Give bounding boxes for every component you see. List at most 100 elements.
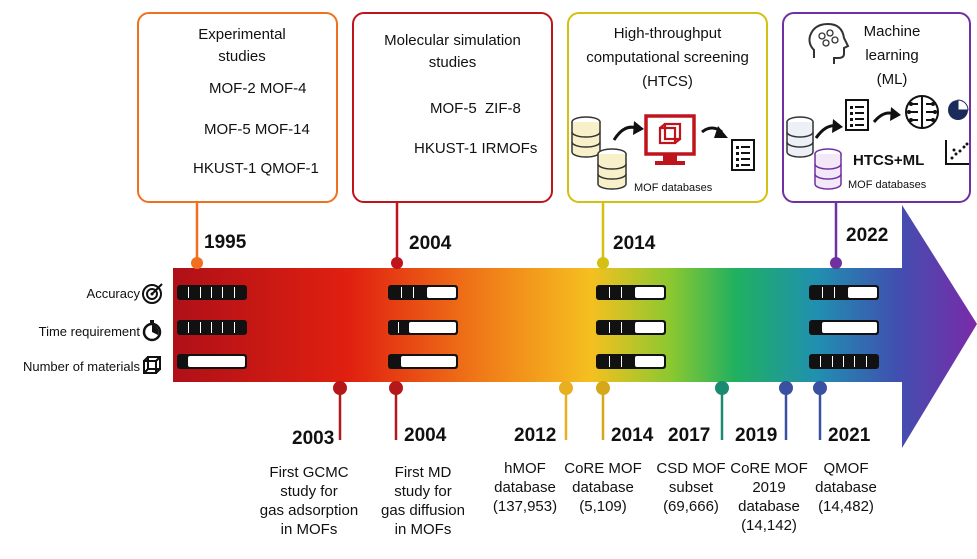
- box-title: Machine learning (ML): [842, 20, 942, 92]
- year-label: 2004: [409, 233, 452, 254]
- ml-box: [782, 12, 971, 203]
- meter-cell: [190, 287, 201, 298]
- meter-cell: [811, 356, 822, 367]
- event-line: (14,482): [818, 498, 874, 515]
- level-meter-accuracy: [388, 285, 458, 300]
- meter-cell: [611, 356, 623, 367]
- event-line: gas adsorption: [259, 502, 359, 519]
- title-line: High-throughput: [613, 25, 722, 42]
- molecular-simulation-box: [352, 12, 553, 203]
- meter-cell: [236, 287, 245, 298]
- year-label: 2021: [828, 425, 871, 446]
- event-description: hMOF database (137,953): [488, 459, 562, 516]
- year-label: 2012: [514, 425, 557, 446]
- mof-list-line: MOF-5 ZIF-8: [430, 100, 521, 117]
- mof-list-line: MOF-2 MOF-4: [209, 80, 307, 97]
- event-description: QMOF database (14,482): [806, 459, 886, 516]
- meter-cell: [390, 356, 400, 367]
- htcs-box: [567, 12, 768, 203]
- bottom-connectors: [333, 381, 827, 440]
- meter-empty: [635, 287, 664, 298]
- title-line: (HTCS): [642, 73, 693, 90]
- event-line: First MD: [394, 464, 452, 481]
- neural-brain-icon: [905, 95, 939, 129]
- title-line: studies: [218, 48, 266, 65]
- box-title: Experimental studies: [182, 24, 302, 68]
- level-meter-time: [596, 320, 666, 335]
- arrow-icon: [612, 121, 728, 141]
- level-meter-time: [388, 320, 458, 335]
- meter-cell: [403, 287, 415, 298]
- event-line: (69,666): [663, 498, 719, 515]
- event-line: in MOFs: [394, 521, 452, 538]
- meter-cell: [390, 322, 399, 333]
- meter-fill: [179, 322, 245, 333]
- event-description: CoRE MOF database (5,109): [562, 459, 644, 516]
- event-line: (14,142): [741, 517, 797, 534]
- target-icon: [142, 283, 163, 304]
- meter-cell: [824, 287, 836, 298]
- meter-cell: [611, 287, 623, 298]
- meter-fill: [598, 356, 634, 367]
- event-line: (5,109): [579, 498, 627, 515]
- event-line: in MOFs: [280, 521, 338, 538]
- meter-cell: [213, 287, 224, 298]
- meter-cell: [190, 322, 201, 333]
- htcs-ml-label: HTCS+ML: [853, 152, 925, 169]
- level-meter-time: [177, 320, 247, 335]
- meter-cell: [236, 322, 245, 333]
- meter-cell: [598, 356, 610, 367]
- level-meter-accuracy: [177, 285, 247, 300]
- title-line: Experimental: [198, 26, 286, 43]
- title-line: Molecular simulation: [384, 32, 521, 49]
- db-label: MOF databases: [634, 182, 713, 194]
- meter-cell: [845, 356, 856, 367]
- meter-cell: [834, 356, 844, 367]
- event-line: (137,953): [492, 498, 558, 515]
- event-description: First GCMC study for gas adsorption in M…: [250, 463, 368, 539]
- box-title: High-throughput computational screening …: [567, 22, 768, 94]
- title-line: computational screening: [586, 49, 749, 66]
- event-line: database: [815, 479, 877, 496]
- level-meter-materials: [809, 354, 879, 369]
- meter-cell: [598, 287, 610, 298]
- meter-cell: [822, 356, 833, 367]
- meter-empty: [409, 322, 456, 333]
- year-label: 2004: [404, 425, 447, 446]
- meter-cell: [836, 287, 847, 298]
- brain-head-icon: [808, 22, 850, 64]
- meter-cell: [811, 287, 823, 298]
- meter-cell: [179, 322, 190, 333]
- year-label: 1995: [204, 232, 247, 253]
- event-line: study for: [280, 483, 338, 500]
- meter-cell: [623, 287, 634, 298]
- event-line: database: [738, 498, 800, 515]
- meter-fill: [811, 356, 877, 367]
- meter-cell: [224, 322, 235, 333]
- event-line: 2019: [752, 479, 786, 496]
- db-label: MOF databases: [848, 179, 927, 191]
- level-meter-materials: [177, 354, 247, 369]
- meter-empty: [635, 356, 664, 367]
- arrow-icon: [814, 107, 901, 139]
- event-line: database: [494, 479, 556, 496]
- year-label: 2022: [846, 225, 889, 246]
- meter-empty: [848, 287, 877, 298]
- meter-cell: [868, 356, 877, 367]
- meter-cell: [179, 356, 187, 367]
- title-line: learning: [865, 47, 919, 64]
- event-line: CSD MOF: [656, 460, 726, 477]
- level-meter-materials: [596, 354, 666, 369]
- level-meter-materials: [388, 354, 458, 369]
- event-line: CoRE MOF: [730, 460, 808, 477]
- mof-list-line: HKUST-1 QMOF-1: [193, 160, 319, 177]
- meter-empty: [401, 356, 456, 367]
- stopwatch-icon: [142, 320, 162, 342]
- meter-cell: [202, 322, 212, 333]
- meter-cell: [213, 322, 224, 333]
- meter-fill: [598, 287, 634, 298]
- event-line: QMOF: [823, 460, 869, 477]
- year-label: 2003: [292, 428, 335, 449]
- year-label: 2017: [668, 425, 711, 446]
